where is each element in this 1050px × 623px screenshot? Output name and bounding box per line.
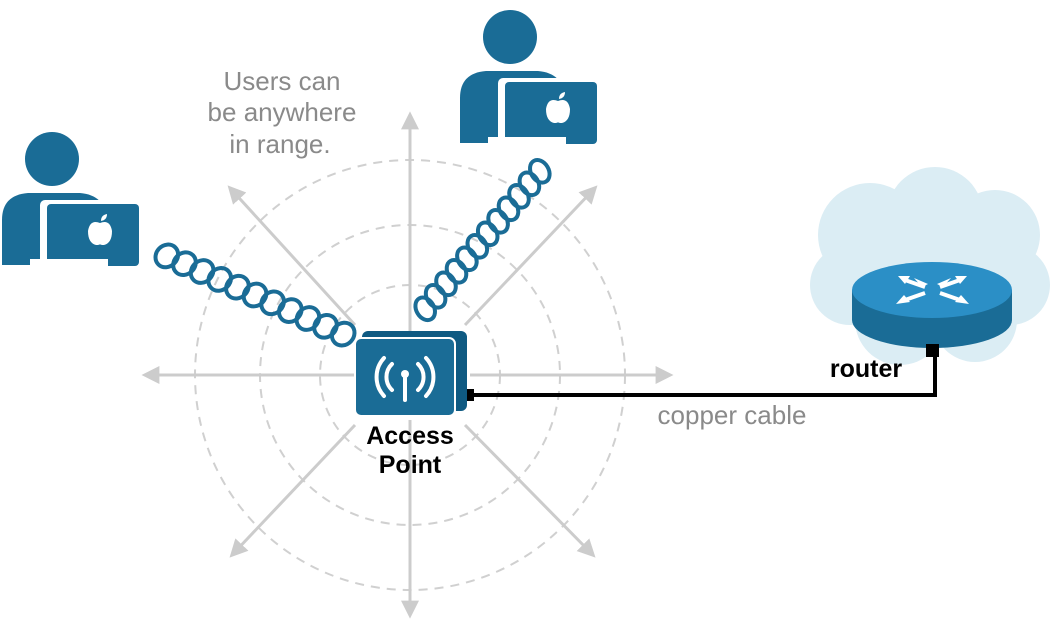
user-with-laptop-icon <box>460 10 598 146</box>
copper-cable <box>462 344 939 401</box>
range-arrow-down-right <box>463 423 596 558</box>
users-note-line2: be anywhere <box>208 97 357 127</box>
wireless-signal-top <box>413 158 552 323</box>
users-note-line1: Users can <box>223 66 340 96</box>
wireless-access-point-icon <box>354 331 467 417</box>
access-point-label-line1: Access <box>366 422 454 450</box>
range-arrow-up-left <box>227 185 357 327</box>
range-arrow-up-right <box>463 185 598 327</box>
router-label: router <box>830 355 903 383</box>
signal-coil-loop <box>413 295 437 323</box>
cable-port-router <box>926 344 939 357</box>
user-left <box>2 132 140 268</box>
cable-label: copper cable <box>658 400 807 430</box>
wireless-signal-left <box>153 242 357 348</box>
users-note-line3: in range. <box>229 129 330 159</box>
user-top <box>460 10 598 146</box>
apple-logo-icon <box>546 92 570 123</box>
range-arrow-down-left <box>229 423 357 558</box>
apple-logo-icon <box>88 214 112 245</box>
signal-coil-loop <box>329 320 357 348</box>
range-arrows <box>141 111 674 619</box>
router-icon <box>852 262 1012 348</box>
user-with-laptop-icon <box>2 132 140 268</box>
access-point-label-line2: Point <box>379 451 442 479</box>
